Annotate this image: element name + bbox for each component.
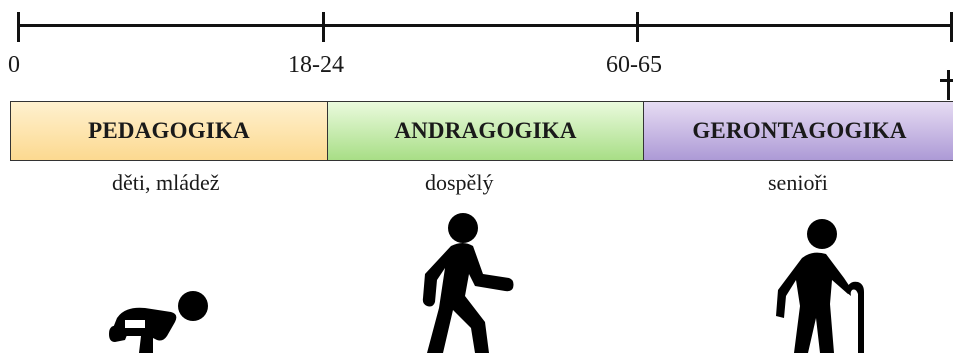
stage-gerontagogika: GERONTAGOGIKA bbox=[643, 101, 953, 161]
stage-pedagogika: PEDAGOGIKA bbox=[10, 101, 328, 161]
tick-label-60-65: 60-65 bbox=[606, 52, 662, 78]
walking-person-icon bbox=[422, 213, 514, 353]
stage-andragogika: ANDRAGOGIKA bbox=[327, 101, 644, 161]
tick-label-18-24: 18-24 bbox=[288, 52, 344, 78]
crawling-baby-icon bbox=[109, 291, 208, 353]
group-label-adult: dospělý bbox=[425, 170, 494, 195]
timeline-tick-start bbox=[17, 12, 20, 42]
timeline-tick-18-24 bbox=[322, 12, 325, 42]
timeline-tick-end bbox=[950, 12, 953, 42]
tick-label-0: 0 bbox=[8, 52, 20, 78]
elderly-person-cane-icon bbox=[776, 219, 864, 353]
group-label-seniors: senioři bbox=[768, 170, 828, 195]
cross-icon bbox=[947, 70, 950, 100]
timeline-axis bbox=[18, 24, 953, 27]
stage-label: PEDAGOGIKA bbox=[88, 118, 250, 143]
stage-label: ANDRAGOGIKA bbox=[394, 118, 577, 143]
timeline-tick-60-65 bbox=[636, 12, 639, 42]
cross-icon-bar bbox=[940, 79, 953, 82]
group-label-children: děti, mládež bbox=[112, 170, 220, 195]
stage-label: GERONTAGOGIKA bbox=[692, 118, 907, 143]
